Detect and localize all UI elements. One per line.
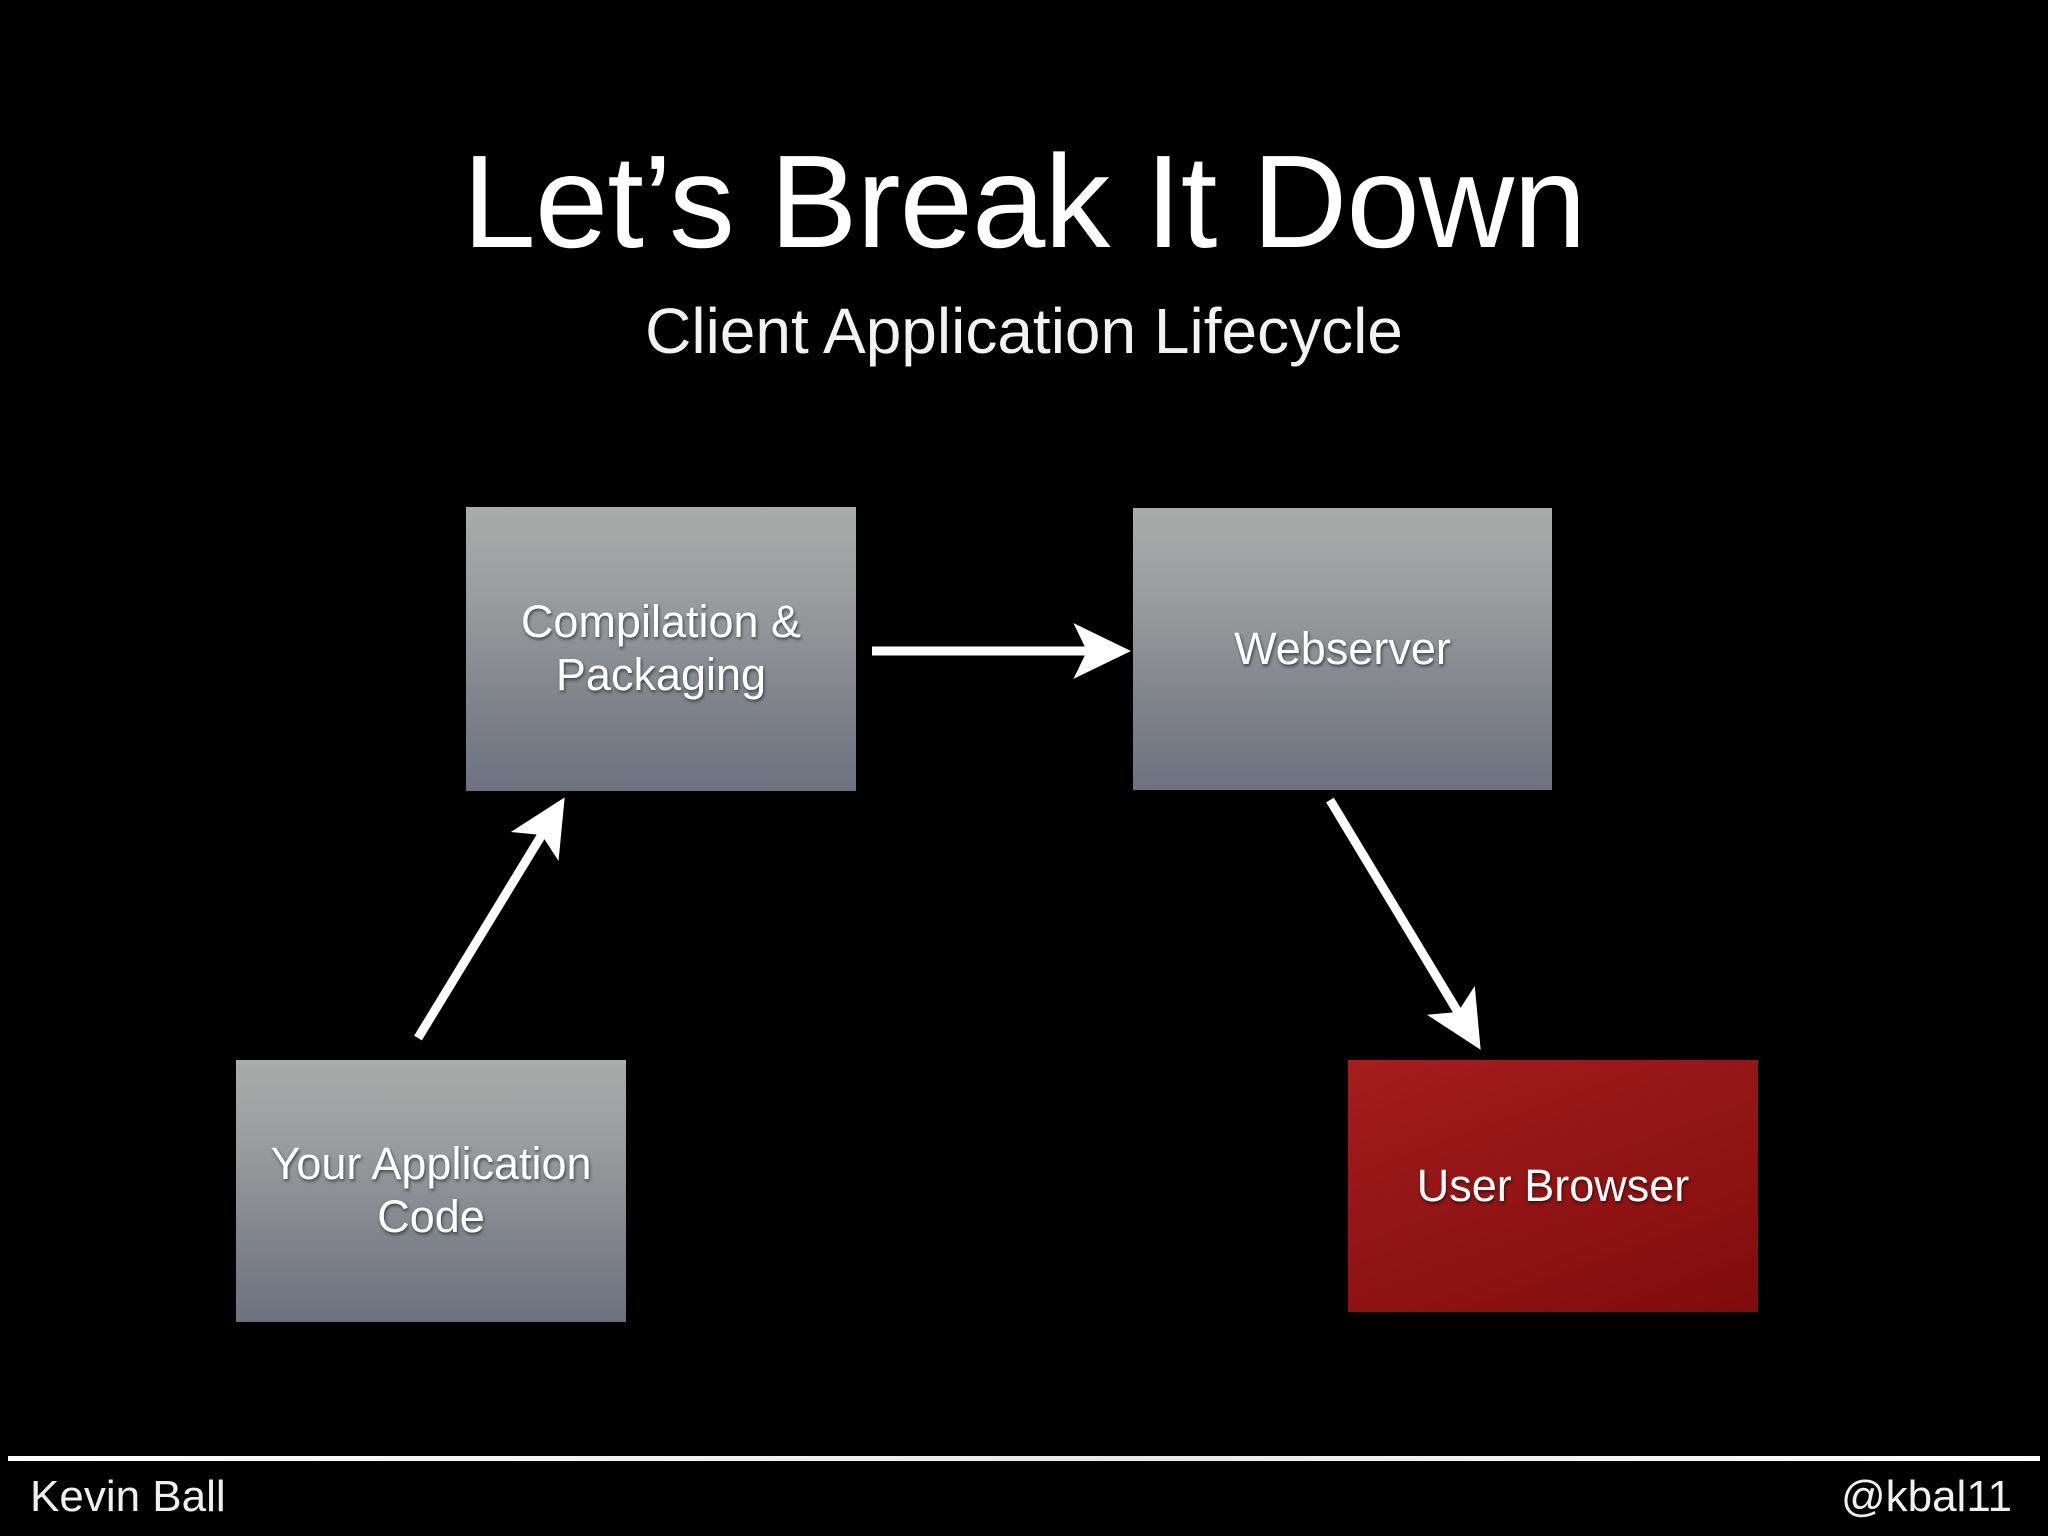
diagram-node-webserver[interactable]: Webserver [1133, 508, 1552, 790]
arrow-appcode-to-compilation [414, 797, 565, 1041]
diagram-node-label: Webserver [1234, 622, 1451, 674]
diagram-node-user-browser[interactable]: User Browser [1348, 1060, 1758, 1312]
diagram-node-your-application-code[interactable]: Your Application Code [236, 1060, 626, 1322]
arrow-webserver-to-browser [1326, 797, 1481, 1050]
diagram-node-compilation-packaging[interactable]: Compilation & Packaging [466, 507, 856, 791]
diagram-node-label: User Browser [1416, 1159, 1690, 1211]
footer-author: Kevin Ball [30, 1472, 226, 1521]
title-block: Let’s Break It Down Client Application L… [0, 128, 2048, 367]
diagram-node-label: Compilation & Packaging [520, 596, 802, 700]
page-title: Let’s Break It Down [462, 128, 1586, 275]
page-subtitle: Client Application Lifecycle [645, 294, 1403, 367]
diagram-node-label: Your Application Code [270, 1138, 592, 1242]
footer-divider [8, 1456, 2040, 1461]
footer-handle: @kbal11 [1840, 1472, 2012, 1521]
slide-footer: Kevin Ball @kbal11 [0, 1440, 2048, 1536]
